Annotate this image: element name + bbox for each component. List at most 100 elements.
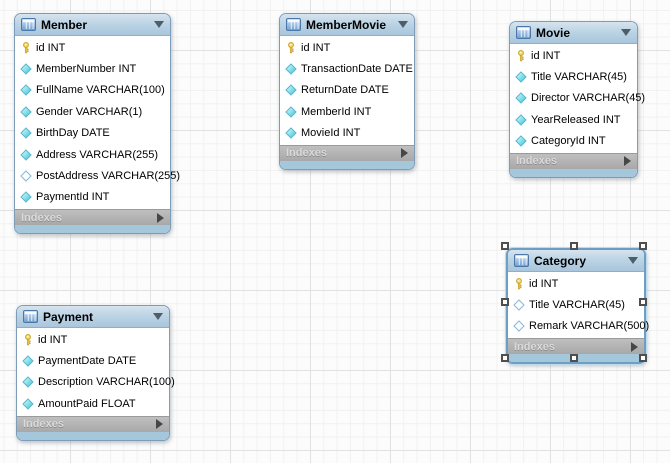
field-label: Director VARCHAR(45) (531, 92, 646, 105)
column-notnull-icon (515, 92, 527, 104)
table-header[interactable]: Member (15, 14, 170, 36)
field-label: Description VARCHAR(100) (38, 376, 175, 389)
field-row[interactable]: TransactionDate DATE (280, 58, 414, 79)
field-label: PostAddress VARCHAR(255) (36, 170, 181, 183)
table-title: MemberMovie (306, 17, 387, 32)
indexes-bar[interactable]: Indexes (510, 152, 637, 169)
table-membermovie[interactable]: MemberMovie id INT TransactionDate DATE Re… (279, 13, 415, 170)
field-label: id INT (529, 277, 559, 290)
column-nullable-icon (20, 170, 32, 182)
field-row[interactable]: MemberNumber INT (15, 58, 170, 79)
field-row[interactable]: PaymentDate DATE (17, 350, 169, 371)
table-header[interactable]: MemberMovie (280, 14, 414, 36)
indexes-bar[interactable]: Indexes (508, 338, 644, 355)
field-label: id INT (531, 49, 561, 62)
selection-handle-top-center[interactable] (570, 242, 578, 250)
field-row[interactable]: CategoryId INT (510, 131, 637, 152)
field-label: PaymentDate DATE (38, 355, 137, 368)
collapse-arrow-icon[interactable] (153, 313, 163, 320)
expand-arrow-icon[interactable] (631, 341, 638, 352)
selection-handle-bottom-right[interactable] (639, 354, 647, 362)
table-header[interactable]: Movie (510, 22, 637, 44)
indexes-label: Indexes (516, 155, 557, 168)
primary-key-icon (285, 42, 297, 54)
field-row[interactable]: Title VARCHAR(45) (508, 294, 644, 315)
field-row[interactable]: YearReleased INT (510, 109, 637, 130)
field-row[interactable]: PaymentId INT (15, 187, 170, 208)
field-row[interactable]: Gender VARCHAR(1) (15, 101, 170, 122)
column-notnull-icon (20, 127, 32, 139)
field-row[interactable]: id INT (508, 273, 644, 294)
field-row[interactable]: id INT (510, 45, 637, 66)
collapse-arrow-icon[interactable] (621, 29, 631, 36)
field-label: MemberId INT (301, 105, 372, 118)
field-label: id INT (301, 41, 331, 54)
table-bottom-strip (280, 160, 414, 169)
expand-arrow-icon[interactable] (624, 156, 631, 167)
primary-key-icon (515, 50, 527, 62)
field-label: PaymentId INT (36, 191, 110, 204)
column-notnull-icon (22, 355, 34, 367)
table-icon (23, 310, 38, 323)
table-icon (21, 18, 36, 31)
table-header[interactable]: Category (508, 250, 644, 272)
field-row[interactable]: Description VARCHAR(100) (17, 372, 175, 393)
column-notnull-icon (515, 135, 527, 147)
field-row[interactable]: AmountPaid FLOAT (17, 393, 169, 414)
field-row[interactable]: MemberId INT (280, 101, 414, 122)
selection-handle-mid-left[interactable] (501, 298, 509, 306)
primary-key-icon (22, 334, 34, 346)
field-row[interactable]: FullName VARCHAR(100) (15, 80, 170, 101)
field-row[interactable]: MovieId INT (280, 123, 414, 144)
expand-arrow-icon[interactable] (157, 212, 164, 223)
field-label: Address VARCHAR(255) (36, 148, 159, 161)
table-bottom-strip (17, 431, 169, 440)
collapse-arrow-icon[interactable] (154, 21, 164, 28)
indexes-bar[interactable]: Indexes (280, 144, 414, 161)
field-row[interactable]: Address VARCHAR(255) (15, 144, 170, 165)
field-label: MovieId INT (301, 127, 361, 140)
collapse-arrow-icon[interactable] (398, 21, 408, 28)
field-row[interactable]: id INT (17, 329, 169, 350)
column-notnull-icon (20, 106, 32, 118)
table-payment[interactable]: Payment id INT PaymentDate DATE Descriptio… (16, 305, 175, 441)
expand-arrow-icon[interactable] (401, 148, 408, 159)
field-row[interactable]: Director VARCHAR(45) (510, 88, 645, 109)
field-label: BirthDay DATE (36, 127, 110, 140)
field-row[interactable]: BirthDay DATE (15, 123, 170, 144)
field-row[interactable]: id INT (280, 37, 414, 58)
selection-handle-mid-right[interactable] (639, 298, 647, 306)
column-notnull-icon (20, 84, 32, 96)
field-label: YearReleased INT (531, 113, 621, 126)
table-title: Movie (536, 25, 571, 40)
column-notnull-icon (285, 84, 297, 96)
field-label: id INT (36, 41, 66, 54)
selection-handle-bottom-left[interactable] (501, 354, 509, 362)
table-title: Member (41, 17, 88, 32)
field-row[interactable]: id INT (15, 37, 170, 58)
selection-handle-top-right[interactable] (639, 242, 647, 250)
selection-handle-top-left[interactable] (501, 242, 509, 250)
primary-key-icon (20, 42, 32, 54)
field-row[interactable]: ReturnDate DATE (280, 80, 414, 101)
indexes-bar[interactable]: Indexes (17, 415, 169, 432)
collapse-arrow-icon[interactable] (628, 257, 638, 264)
table-header[interactable]: Payment (17, 306, 169, 328)
table-category[interactable]: Category id INT Title VARCHAR(45) Remark V… (506, 248, 649, 365)
column-notnull-icon (285, 63, 297, 75)
field-label: Remark VARCHAR(500) (529, 320, 650, 333)
field-label: ReturnDate DATE (301, 84, 389, 97)
expand-arrow-icon[interactable] (156, 419, 163, 430)
table-movie[interactable]: Movie id INT Title VARCHAR(45) Director VA… (509, 21, 645, 178)
field-label: Title VARCHAR(45) (529, 299, 625, 312)
indexes-label: Indexes (286, 147, 327, 160)
field-label: Gender VARCHAR(1) (36, 105, 143, 118)
field-row[interactable]: Remark VARCHAR(500) (508, 316, 649, 337)
indexes-bar[interactable]: Indexes (15, 209, 170, 226)
table-title: Payment (43, 309, 94, 324)
field-row[interactable]: PostAddress VARCHAR(255) (15, 165, 180, 186)
selection-handle-bottom-center[interactable] (570, 354, 578, 362)
field-row[interactable]: Title VARCHAR(45) (510, 66, 637, 87)
